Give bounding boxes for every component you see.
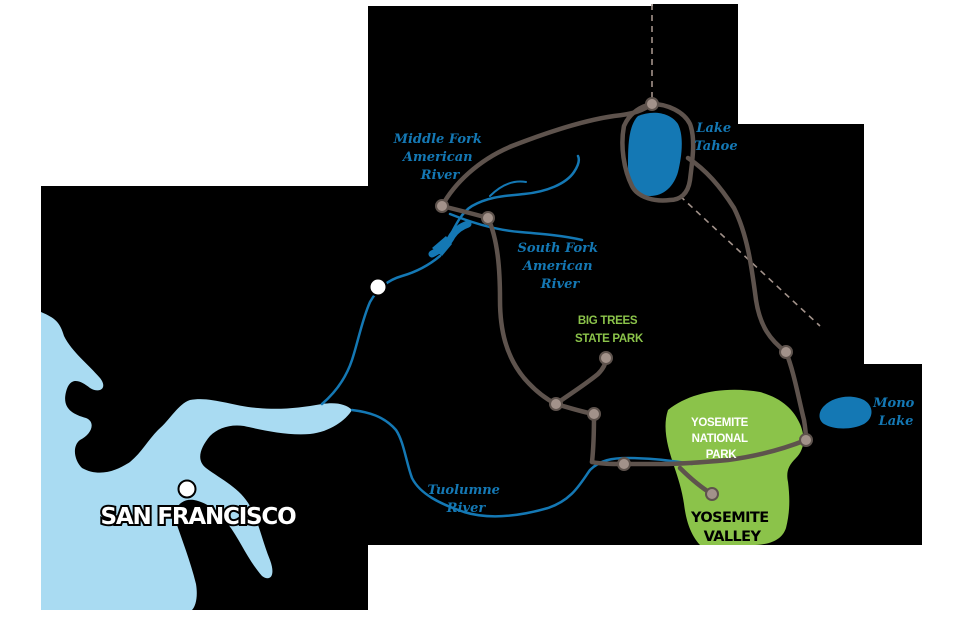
route-stop-icon[interactable] xyxy=(599,351,613,365)
san-francisco-label: SAN FRANCISCO xyxy=(101,504,297,530)
american-river-main xyxy=(320,254,442,406)
city-marker-icon[interactable] xyxy=(177,479,197,499)
route-south-fork xyxy=(485,215,559,407)
south-fork-river xyxy=(448,212,584,242)
lake-tahoe-water xyxy=(628,112,682,196)
route-stop-icon[interactable] xyxy=(435,199,449,213)
route-stop-icon[interactable] xyxy=(617,457,631,471)
labels: Middle Fork American River South Fork Am… xyxy=(99,121,919,545)
yosemite-valley-label: YOSEMITE VALLEY xyxy=(690,510,773,545)
parks xyxy=(665,389,804,545)
city-markers xyxy=(177,277,388,499)
big-trees-label: BIG TREES STATE PARK xyxy=(575,315,644,345)
route-stop-icon[interactable] xyxy=(779,345,793,359)
bay xyxy=(41,312,352,610)
route-stops xyxy=(435,97,813,501)
dashed-lines xyxy=(651,4,821,327)
state-line-dashed xyxy=(679,195,821,327)
city-marker-icon[interactable] xyxy=(368,277,388,297)
middle-fork-branch xyxy=(489,180,527,197)
route-loop-north xyxy=(439,101,696,209)
route-stop-icon[interactable] xyxy=(481,211,495,225)
route-to-park xyxy=(589,437,809,467)
lake-tahoe-label: Lake Tahoe xyxy=(694,121,737,154)
tuolumne-label: Tuolumne River xyxy=(427,483,504,516)
route-stop-icon[interactable] xyxy=(645,97,659,111)
bay-water xyxy=(41,312,352,610)
folsom-lake-blob xyxy=(432,236,452,256)
route-stop-icon[interactable] xyxy=(587,407,601,421)
south-fork-label: South Fork American River xyxy=(517,241,602,292)
lakes xyxy=(432,112,872,429)
route-stop-icon[interactable] xyxy=(799,433,813,447)
route-tahoe-east xyxy=(685,155,789,355)
mono-lake-water xyxy=(819,396,872,429)
mono-lake-label: Mono Lake xyxy=(872,396,919,429)
middle-fork-label: Middle Fork American River xyxy=(393,132,487,183)
yosemite-np-label: YOSEMITE NATIONAL PARK xyxy=(691,417,751,461)
route-stop-icon[interactable] xyxy=(549,397,563,411)
route-stop-icon[interactable] xyxy=(705,487,719,501)
yosemite-park-area xyxy=(665,389,804,545)
